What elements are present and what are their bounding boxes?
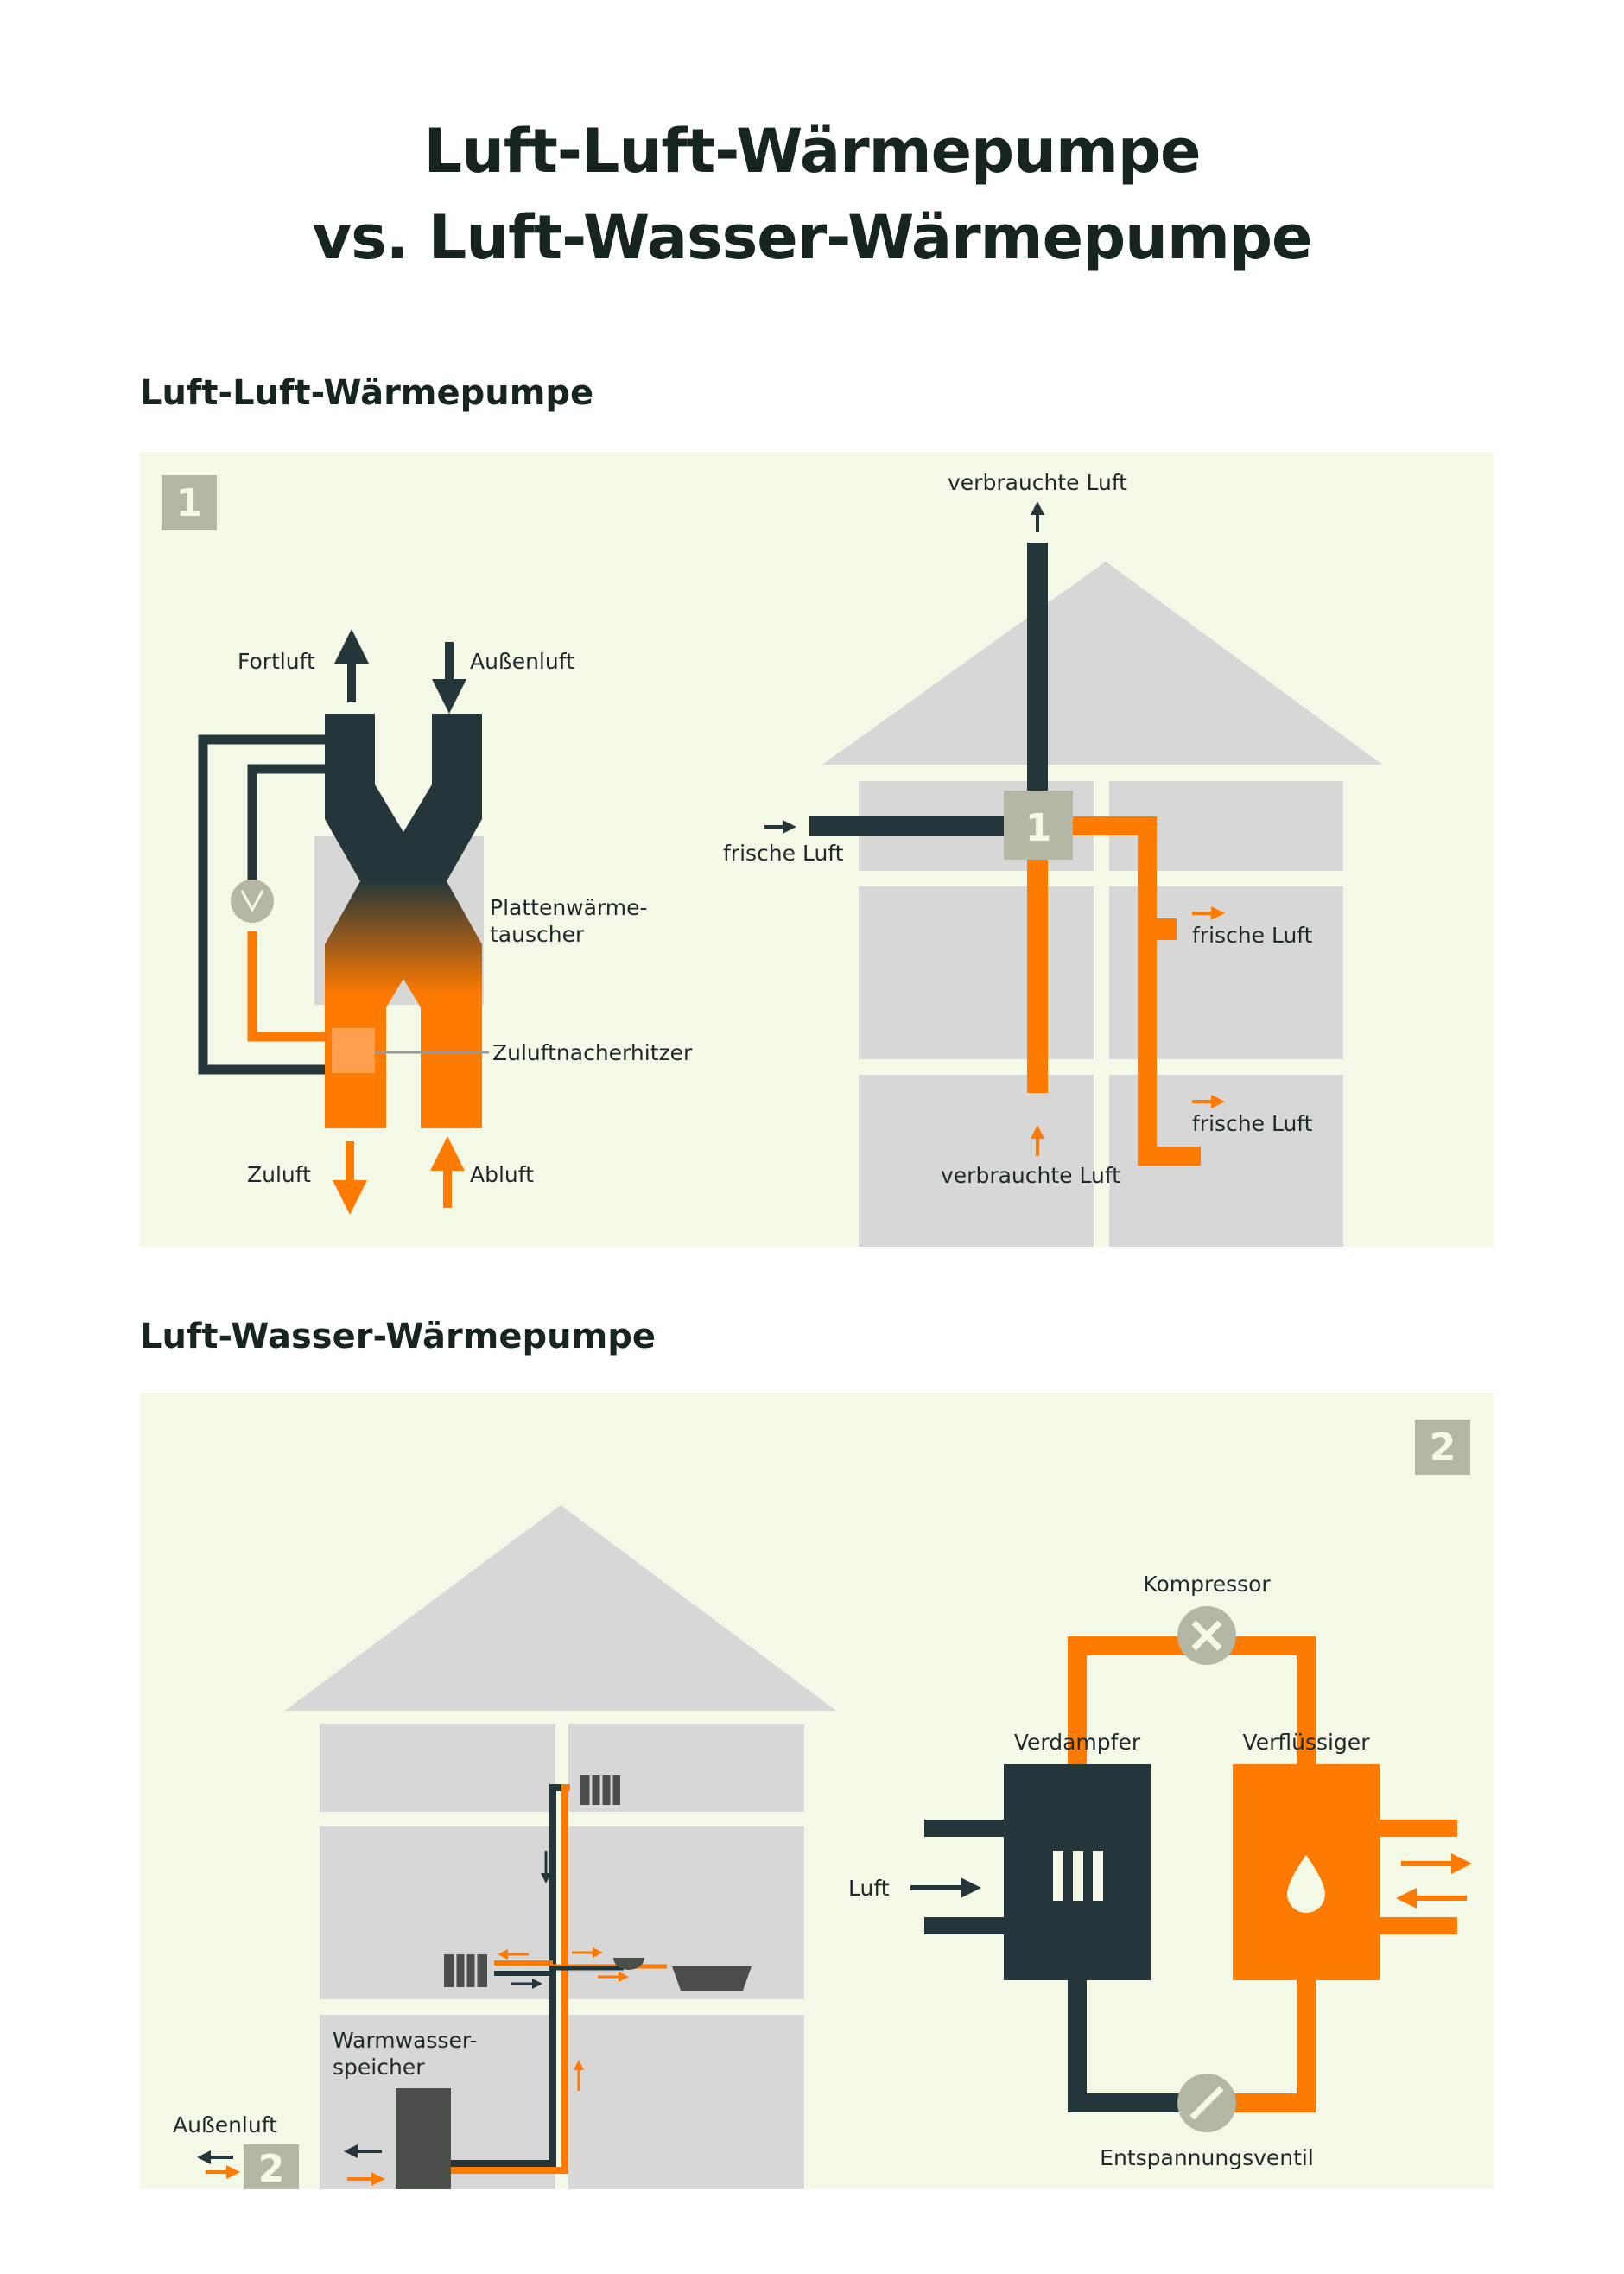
svg-text:1: 1 [176, 481, 203, 525]
ventilation-unit-badge: 1 [1004, 791, 1073, 860]
radiator-icon-top [580, 1775, 620, 1805]
label-plattenwaermetauscher-1: Plattenwärme- [490, 895, 648, 920]
label-warmwasserspeicher-2: speicher [333, 2055, 425, 2080]
label-verdampfer: Verdampfer [1014, 1730, 1141, 1755]
label-zuluft: Zuluft [247, 1162, 311, 1187]
condenser-outlet-upper [1380, 1820, 1457, 1837]
house-roof [822, 562, 1382, 765]
hot-water-tank [396, 2088, 451, 2189]
label-zuluftnacherhitzer: Zuluftnacherhitzer [492, 1040, 693, 1065]
sink-icon [613, 1958, 644, 1970]
label-frische-luft-left: frische Luft [723, 841, 844, 866]
label-verfluessiger: Verflüssiger [1243, 1730, 1371, 1755]
water-drop-icon [1287, 1855, 1325, 1913]
page-title-line-2: vs. Luft-Wasser-Wärmepumpe [312, 202, 1312, 273]
supply-air-reheater [332, 1028, 375, 1073]
heating-return-pipe [428, 1784, 570, 2174]
cross-flow-exchanger [325, 714, 482, 1128]
exhaust-duct [1027, 543, 1048, 823]
label-aussenluft: Außenluft [173, 2112, 277, 2137]
label-frische-luft-right-2: frische Luft [1192, 1111, 1313, 1136]
pressure-line [1228, 1636, 1316, 1764]
label-fortluft: Fortluft [238, 649, 315, 674]
label-entspannungsventil: Entspannungsventil [1100, 2145, 1314, 2170]
liquid-line-dark [1068, 1980, 1185, 2112]
section-heading-luft-luft: Luft-Luft-Wärmepumpe [140, 373, 594, 413]
compressor-icon [1177, 1606, 1236, 1665]
expansion-valve-icon [1177, 2074, 1236, 2132]
evaporator-inlet-lower [924, 1917, 1004, 1934]
condenser-outlet-lower [1380, 1917, 1457, 1934]
supply-duct [1069, 816, 1201, 1166]
fan-icon [1053, 1851, 1103, 1901]
extract-duct [1027, 836, 1048, 1093]
svg-text:2: 2 [258, 2147, 285, 2191]
label-verbrauchte-luft-top: verbrauchte Luft [948, 470, 1127, 495]
supply-outlet-upper [1147, 918, 1177, 940]
panel-luft-wasser: 2 [140, 1393, 1494, 2191]
label-kompressor: Kompressor [1143, 1572, 1271, 1597]
liquid-line-orange [1228, 1980, 1316, 2112]
evaporator-inlet-upper [924, 1820, 1004, 1837]
outdoor-unit-badge: 2 [244, 2144, 299, 2191]
house-luft-wasser: 2 Warmwasser- speicher Außenluft [173, 1505, 836, 2191]
label-aussenluft: Außenluft [470, 649, 574, 674]
label-frische-luft-right-1: frische Luft [1192, 923, 1313, 948]
panel-luft-luft: 1 Fortluft Außenluft Plattenw [140, 452, 1494, 1247]
refrigerant-cycle-diagram: Kompressor Verdampfer Verflüssiger Luft … [848, 1572, 1472, 2170]
label-plattenwaermetauscher-2: tauscher [490, 922, 585, 947]
house-roof [285, 1505, 836, 1711]
label-abluft: Abluft [470, 1162, 534, 1187]
section-heading-luft-wasser: Luft-Wasser-Wärmepumpe [140, 1317, 657, 1356]
diagram-luft-wasser: 2 [173, 1420, 1472, 2191]
heat-exchanger-diagram: Fortluft Außenluft Plattenwärme- tausche… [198, 629, 693, 1215]
bathtub-icon [672, 1966, 752, 1991]
svg-text:2: 2 [1430, 1426, 1456, 1470]
svg-text:1: 1 [1025, 806, 1052, 850]
page-title: Luft-Luft-Wärmepumpe vs. Luft-Wasser-Wär… [0, 108, 1624, 281]
bypass-duct-inner [247, 764, 328, 901]
radiator-icon-middle [444, 1954, 487, 1987]
page-title-line-1: Luft-Luft-Wärmepumpe [423, 116, 1201, 187]
bypass-duct-outer [198, 734, 332, 1075]
diagram-luft-luft: 1 Fortluft Außenluft Plattenw [162, 470, 1382, 1247]
badge-2: 2 [1415, 1420, 1470, 1475]
label-warmwasserspeicher-1: Warmwasser- [333, 2028, 478, 2053]
suction-line [1068, 1636, 1185, 1764]
label-luft: Luft [848, 1876, 890, 1901]
badge-1: 1 [162, 475, 217, 530]
house-luft-luft: 1 verbrauchte Luft frische Luft frische … [723, 470, 1382, 1247]
valve-icon [231, 880, 274, 923]
fresh-air-intake-duct [809, 816, 1034, 836]
label-verbrauchte-luft-bottom: verbrauchte Luft [941, 1163, 1120, 1188]
heating-return-line [247, 931, 332, 1042]
